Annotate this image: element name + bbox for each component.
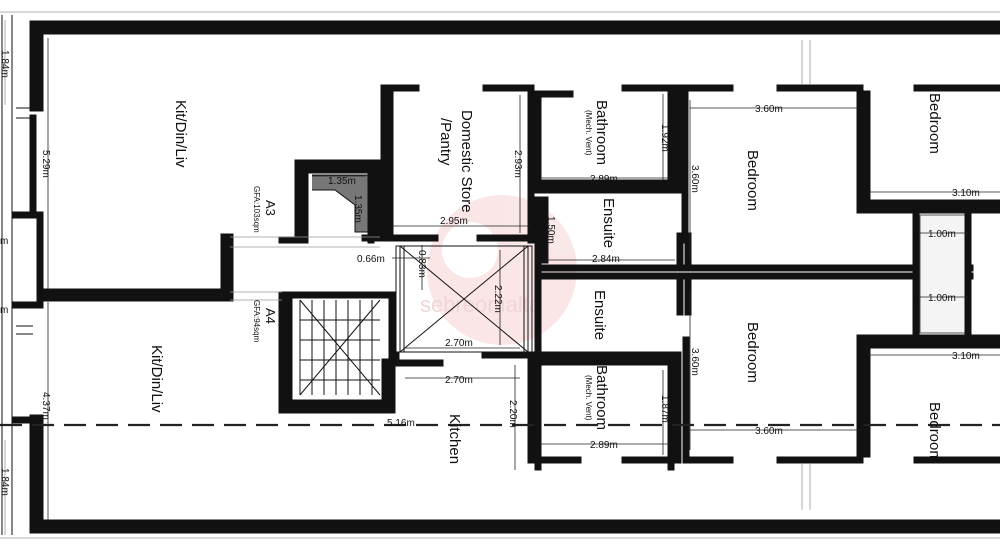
room-label-pantry: /Pantry: [437, 118, 454, 166]
dim-2-22: 2.22m: [492, 285, 503, 313]
dim-0-83: 0.83m: [416, 250, 427, 278]
dim-3-60-c: 3.60m: [689, 348, 700, 376]
dim-3-60-b: 3.60m: [689, 165, 700, 193]
dim-3-10-top: 3.10m: [952, 188, 980, 199]
dim-3-60-a: 3.60m: [755, 104, 783, 115]
dim-5-16: 5.16m: [387, 418, 415, 429]
dim-2-93: 2.93m: [512, 150, 523, 178]
dim-1-00-top: 1.00m: [928, 229, 956, 240]
dimension-lines: [4, 20, 1000, 535]
room-label-bedroom-a: Bedroom: [744, 150, 761, 211]
room-label-domestic-store: Domestic Store: [458, 110, 475, 213]
dim-1-35: 1.35m: [328, 176, 356, 187]
dim-4-37: 4.37m: [40, 392, 51, 420]
mech-vent-bottom: (Mech. Vent): [584, 375, 593, 421]
dim-5-29: 5.29m: [40, 150, 51, 178]
bathroom-top-walls: [527, 84, 734, 244]
dim-2-89-top: 2.89m: [590, 174, 618, 185]
room-label-kit-top: Kit/Din/Liv: [172, 100, 189, 168]
dim-3-60-d: 3.60m: [755, 426, 783, 437]
dim-3-10-bottom: 3.10m: [952, 351, 980, 362]
room-label-kit-bottom: Kit/Din/Liv: [148, 345, 165, 413]
room-label-ensuite-bottom: Ensuite: [591, 290, 608, 340]
dim-2-95: 2.95m: [440, 216, 468, 227]
dim-2-84: 2.84m: [592, 254, 620, 265]
dim-0-66: 0.66m: [357, 254, 385, 265]
room-label-kitchen: Kitchen: [446, 414, 463, 464]
dim-1-35-v: 1.35m: [352, 195, 363, 223]
room-label-bedroom-c: Bedroom: [926, 93, 943, 154]
dim-1-50: 1.50m: [545, 216, 556, 244]
left-divider-walls: [12, 107, 234, 424]
room-label-bathroom-top: Bathroom: [593, 100, 610, 165]
dim-2-70-bottom: 2.70m: [445, 375, 473, 386]
bathroom-bottom-walls: [392, 351, 734, 471]
unit-a3-gfa: GFA:103sqm: [252, 186, 261, 233]
room-label-bedroom-b: Bedroom: [744, 322, 761, 383]
dim-2-89-bottom: 2.89m: [590, 440, 618, 451]
lift-shaft: [395, 245, 533, 353]
outer-walls: [0, 11, 1000, 539]
room-label-bedroom-d: Bedroom: [926, 402, 943, 463]
room-label-ensuite-top: Ensuite: [600, 198, 617, 248]
unit-a4-gfa: GFA:94sqm: [252, 300, 261, 343]
dim-1-87: 1.87m: [659, 395, 670, 423]
unit-a3-label: A3: [263, 200, 278, 216]
ensuite-walls: [534, 196, 974, 464]
dim-2-70-top: 2.70m: [445, 338, 473, 349]
a4-stair: [278, 291, 396, 414]
room-label-bathroom-bottom: Bathroom: [593, 365, 610, 430]
dim-m-top: m: [0, 236, 8, 247]
unit-a4-label: A4: [263, 308, 278, 324]
dim-1-84-top: 1.84m: [0, 50, 10, 78]
bedroom-walls: [776, 40, 1000, 510]
dim-2-20: 2.20m: [507, 400, 518, 428]
dim-1-00-bottom: 1.00m: [928, 293, 956, 304]
mech-vent-top: (Mech. Vent): [584, 110, 593, 156]
dim-1-84-bottom: 1.84m: [0, 468, 10, 496]
dim-m-bottom: m: [0, 305, 8, 316]
dim-1-92: 1.92m: [659, 124, 670, 152]
